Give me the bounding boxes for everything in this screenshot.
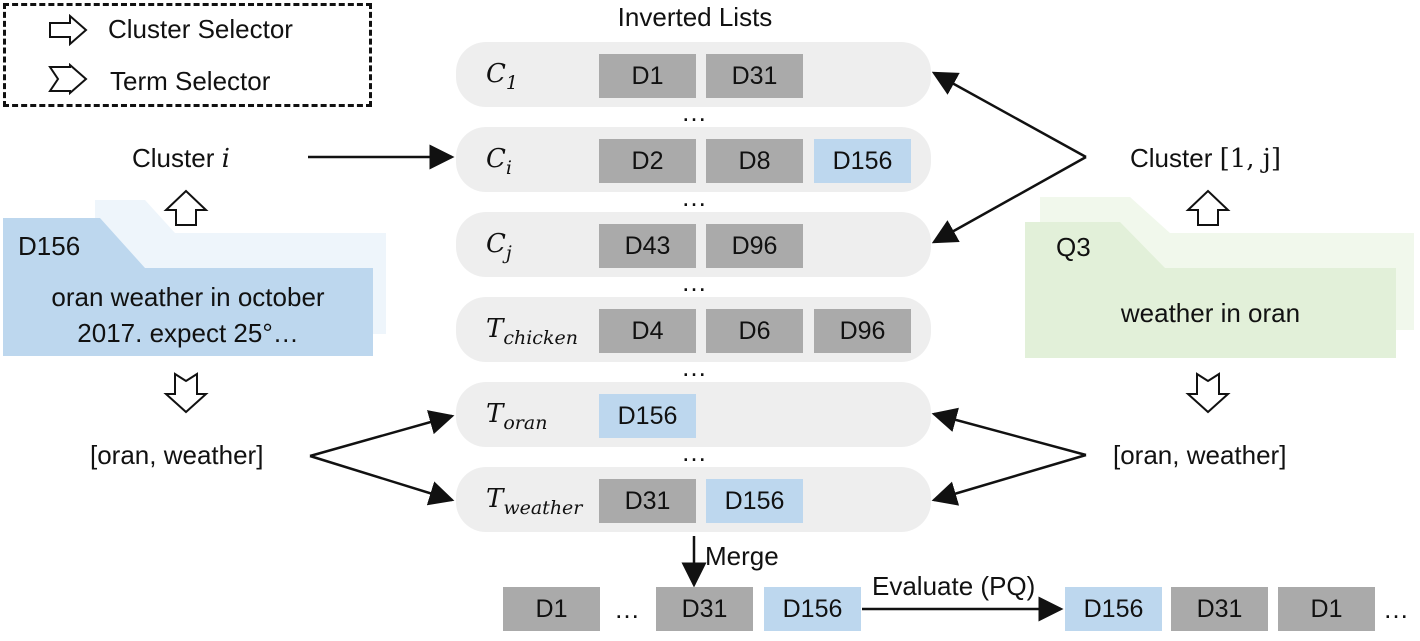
arrow <box>309 410 455 458</box>
posting-cell: D6 <box>706 309 803 353</box>
arrow <box>931 407 1087 457</box>
list-label: Ci <box>486 144 512 179</box>
legend <box>3 3 372 107</box>
ellipsis: … <box>1383 594 1409 624</box>
posting-cell: D31 <box>706 54 803 98</box>
document-text: oran weather in october 2017. expect 25°… <box>3 279 373 351</box>
ellipsis: … <box>681 437 709 467</box>
ellipsis: … <box>681 352 709 382</box>
merge-label: Merge <box>705 541 779 571</box>
result-cell: D156 <box>1065 587 1162 631</box>
posting-cell: D96 <box>814 309 911 353</box>
inverted-lists-title: Inverted Lists <box>617 2 773 32</box>
document-id: D156 <box>18 231 81 261</box>
result-cell: D31 <box>1171 587 1268 631</box>
result-cell: D31 <box>656 587 753 631</box>
posting-cell: D4 <box>599 309 696 353</box>
term-selector-arrow-icon <box>48 63 88 95</box>
inverted-list-row: Toran D156 <box>456 382 931 447</box>
query-id: Q3 <box>1056 232 1091 262</box>
list-label: Tchicken <box>486 314 578 349</box>
posting-cell: D43 <box>599 224 696 268</box>
arrow <box>931 71 1087 159</box>
arrow <box>309 454 455 506</box>
ellipsis: … <box>614 594 640 624</box>
document-text-line: oran weather in october <box>51 282 325 312</box>
left-cluster-label: Cluster i <box>132 143 230 174</box>
list-label: Cj <box>486 229 512 264</box>
posting-cell: D8 <box>706 139 803 183</box>
left-terms: [oran, weather] <box>90 440 264 470</box>
ellipsis: … <box>681 182 709 212</box>
result-cell: D1 <box>503 587 600 631</box>
legend-term-selector-label: Term Selector <box>110 66 271 96</box>
document-card <box>3 200 386 356</box>
term-selector-down-arrow-icon <box>1185 372 1231 414</box>
posting-cell: D96 <box>706 224 803 268</box>
list-label: Toran <box>486 399 548 434</box>
right-terms: [oran, weather] <box>1113 440 1287 470</box>
posting-cell: D156 <box>599 394 696 438</box>
list-label: C1 <box>486 59 518 94</box>
arrow <box>931 155 1087 244</box>
query-text: weather in oran <box>1120 298 1301 328</box>
result-cell: D1 <box>1278 587 1375 631</box>
posting-cell: D31 <box>599 479 696 523</box>
result-cell: D156 <box>764 587 861 631</box>
cluster-selector-up-arrow-icon <box>1185 189 1231 226</box>
ellipsis: … <box>681 267 709 297</box>
right-cluster-label: Cluster [1, j] <box>1130 143 1281 174</box>
query-card <box>1025 197 1414 358</box>
document-text-line: 2017. expect 25°… <box>77 318 299 348</box>
posting-cell: D2 <box>599 139 696 183</box>
cluster-selector-up-arrow-icon <box>163 189 209 226</box>
cluster-selector-arrow-icon <box>49 14 88 46</box>
evaluate-label: Evaluate (PQ) <box>872 571 1036 601</box>
ellipsis: … <box>681 97 709 127</box>
term-selector-down-arrow-icon <box>163 372 209 414</box>
arrow <box>931 453 1087 506</box>
posting-cell: D156 <box>814 139 911 183</box>
posting-cell: D156 <box>706 479 803 523</box>
posting-cell: D1 <box>599 54 696 98</box>
list-label: Tweather <box>486 484 583 519</box>
legend-cluster-selector-label: Cluster Selector <box>108 14 293 44</box>
